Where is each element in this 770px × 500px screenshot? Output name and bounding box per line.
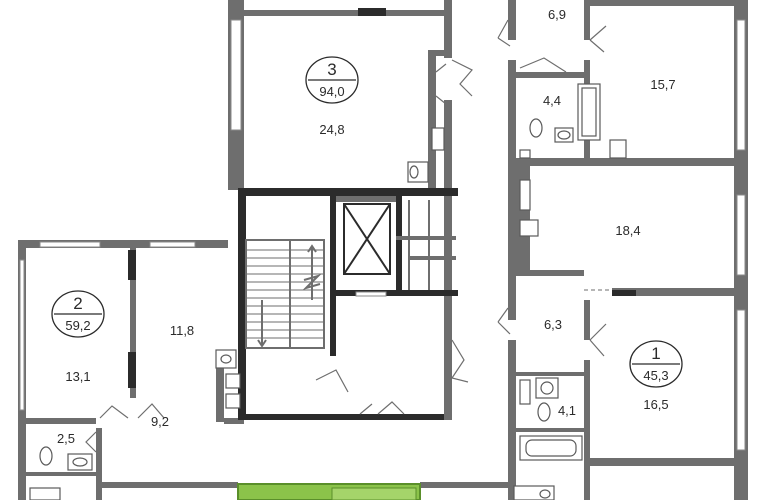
highlighted-unit	[237, 483, 421, 500]
room-area-label: 9,2	[151, 414, 169, 429]
room-area-label: 13,1	[65, 369, 90, 384]
staircase	[245, 239, 325, 349]
apartment-number: 2	[73, 294, 82, 313]
apartment-number: 3	[327, 60, 336, 79]
room-area-label: 16,5	[643, 397, 668, 412]
room-area-label: 4,1	[558, 403, 576, 418]
room-area-label: 11,8	[170, 323, 194, 338]
room-area-label: 2,5	[57, 431, 75, 446]
doors	[85, 19, 607, 453]
apartment-badge-1: 1 45,3	[629, 340, 683, 388]
room-area-label: 24,8	[319, 122, 344, 137]
apartment-total-area: 59,2	[65, 318, 90, 333]
walls	[18, 0, 748, 500]
plumbing-fixtures	[29, 83, 627, 500]
apartment-badge-2: 2 59,2	[51, 290, 105, 338]
room-area-label: 4,4	[543, 93, 561, 108]
apartment-number: 1	[651, 344, 660, 363]
apartment-total-area: 45,3	[643, 368, 668, 383]
apartment-total-area: 94,0	[319, 84, 344, 99]
room-area-label: 15,7	[650, 77, 675, 92]
building-core	[238, 188, 458, 420]
room-area-label: 6,3	[544, 317, 562, 332]
room-area-label: 18,4	[615, 223, 640, 238]
room-area-label: 6,9	[548, 7, 566, 22]
room-labels: 24,8 6,9 15,7 4,4 18,4 11,8 13,1 6,3 4,1…	[57, 7, 676, 446]
apartment-badge-3: 3 94,0	[305, 56, 359, 104]
